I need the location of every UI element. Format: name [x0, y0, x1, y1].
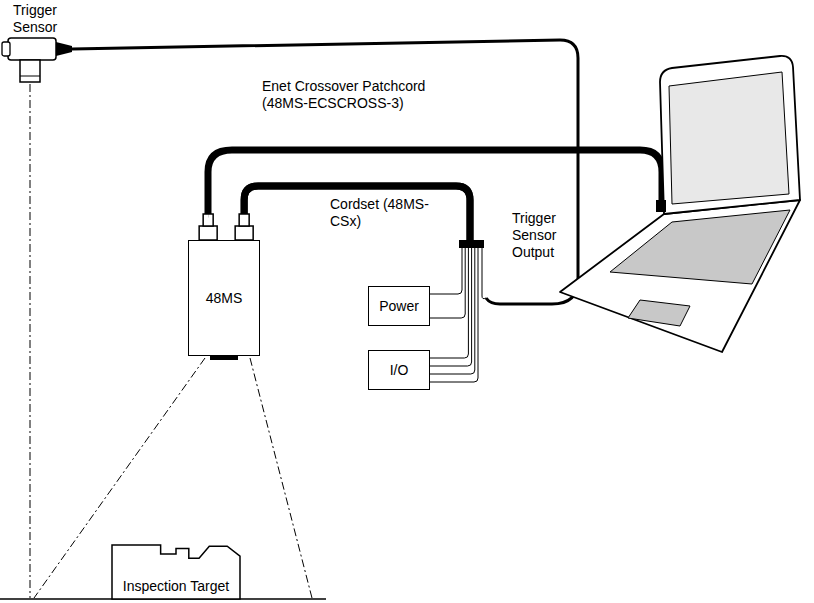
node-label: Power	[379, 298, 419, 315]
connector-plug	[203, 214, 213, 226]
callout-label: Cordset (48MS-CSx)	[330, 196, 430, 230]
trigger-sensor-cap	[2, 42, 10, 56]
trigger-sensor-strain-relief	[56, 42, 72, 56]
connector-plug	[239, 214, 249, 226]
ethernet-cable	[205, 211, 212, 218]
laptop-port	[656, 200, 666, 212]
node-label: Inspection Target	[123, 578, 229, 595]
cordset-wire	[430, 246, 475, 374]
device-box: I/O	[368, 350, 430, 390]
laptop-keyboard	[610, 210, 790, 284]
cordset-cable	[244, 186, 470, 318]
trigger-sensor-lens	[20, 76, 40, 77]
cordset-wire	[430, 246, 478, 382]
device-box: Power	[368, 286, 430, 326]
cordset-cable	[244, 186, 478, 382]
view-line	[250, 358, 312, 598]
laptop-lid	[660, 56, 800, 214]
cordset-wire	[430, 246, 462, 294]
camera-box: 48MS	[188, 240, 260, 356]
camera-lens	[210, 356, 238, 360]
node-label: I/O	[390, 362, 409, 379]
cordset-wire	[482, 246, 486, 299]
laptop-screen	[669, 72, 789, 204]
laptop-base	[560, 200, 800, 352]
cordset-jacket	[244, 186, 470, 246]
cordset-breakout	[459, 240, 484, 248]
cordset-wire	[430, 246, 472, 366]
laptop-touchpad	[628, 300, 690, 326]
callout-label: Enet Crossover Patchcord (48MS-ECSCROSS-…	[262, 78, 472, 112]
node-label: 48MS	[206, 290, 243, 307]
ethernet-cable	[208, 150, 662, 214]
cordset-wire	[430, 246, 465, 318]
camera-connector	[235, 226, 253, 240]
callout-label: Trigger Sensor Output	[512, 210, 572, 261]
cordset-jacket	[244, 186, 470, 246]
callout-label: Trigger Sensor	[2, 2, 68, 36]
sensor-beam-line	[30, 84, 31, 598]
cordset-wire	[430, 246, 468, 358]
target-profile	[112, 545, 240, 599]
target-part: Inspection Target	[112, 544, 240, 599]
trigger-sensor-cable	[72, 40, 578, 304]
camera-connector	[199, 226, 217, 240]
trigger-sensor-body	[8, 38, 56, 60]
trigger-sensor-lens	[20, 60, 40, 82]
